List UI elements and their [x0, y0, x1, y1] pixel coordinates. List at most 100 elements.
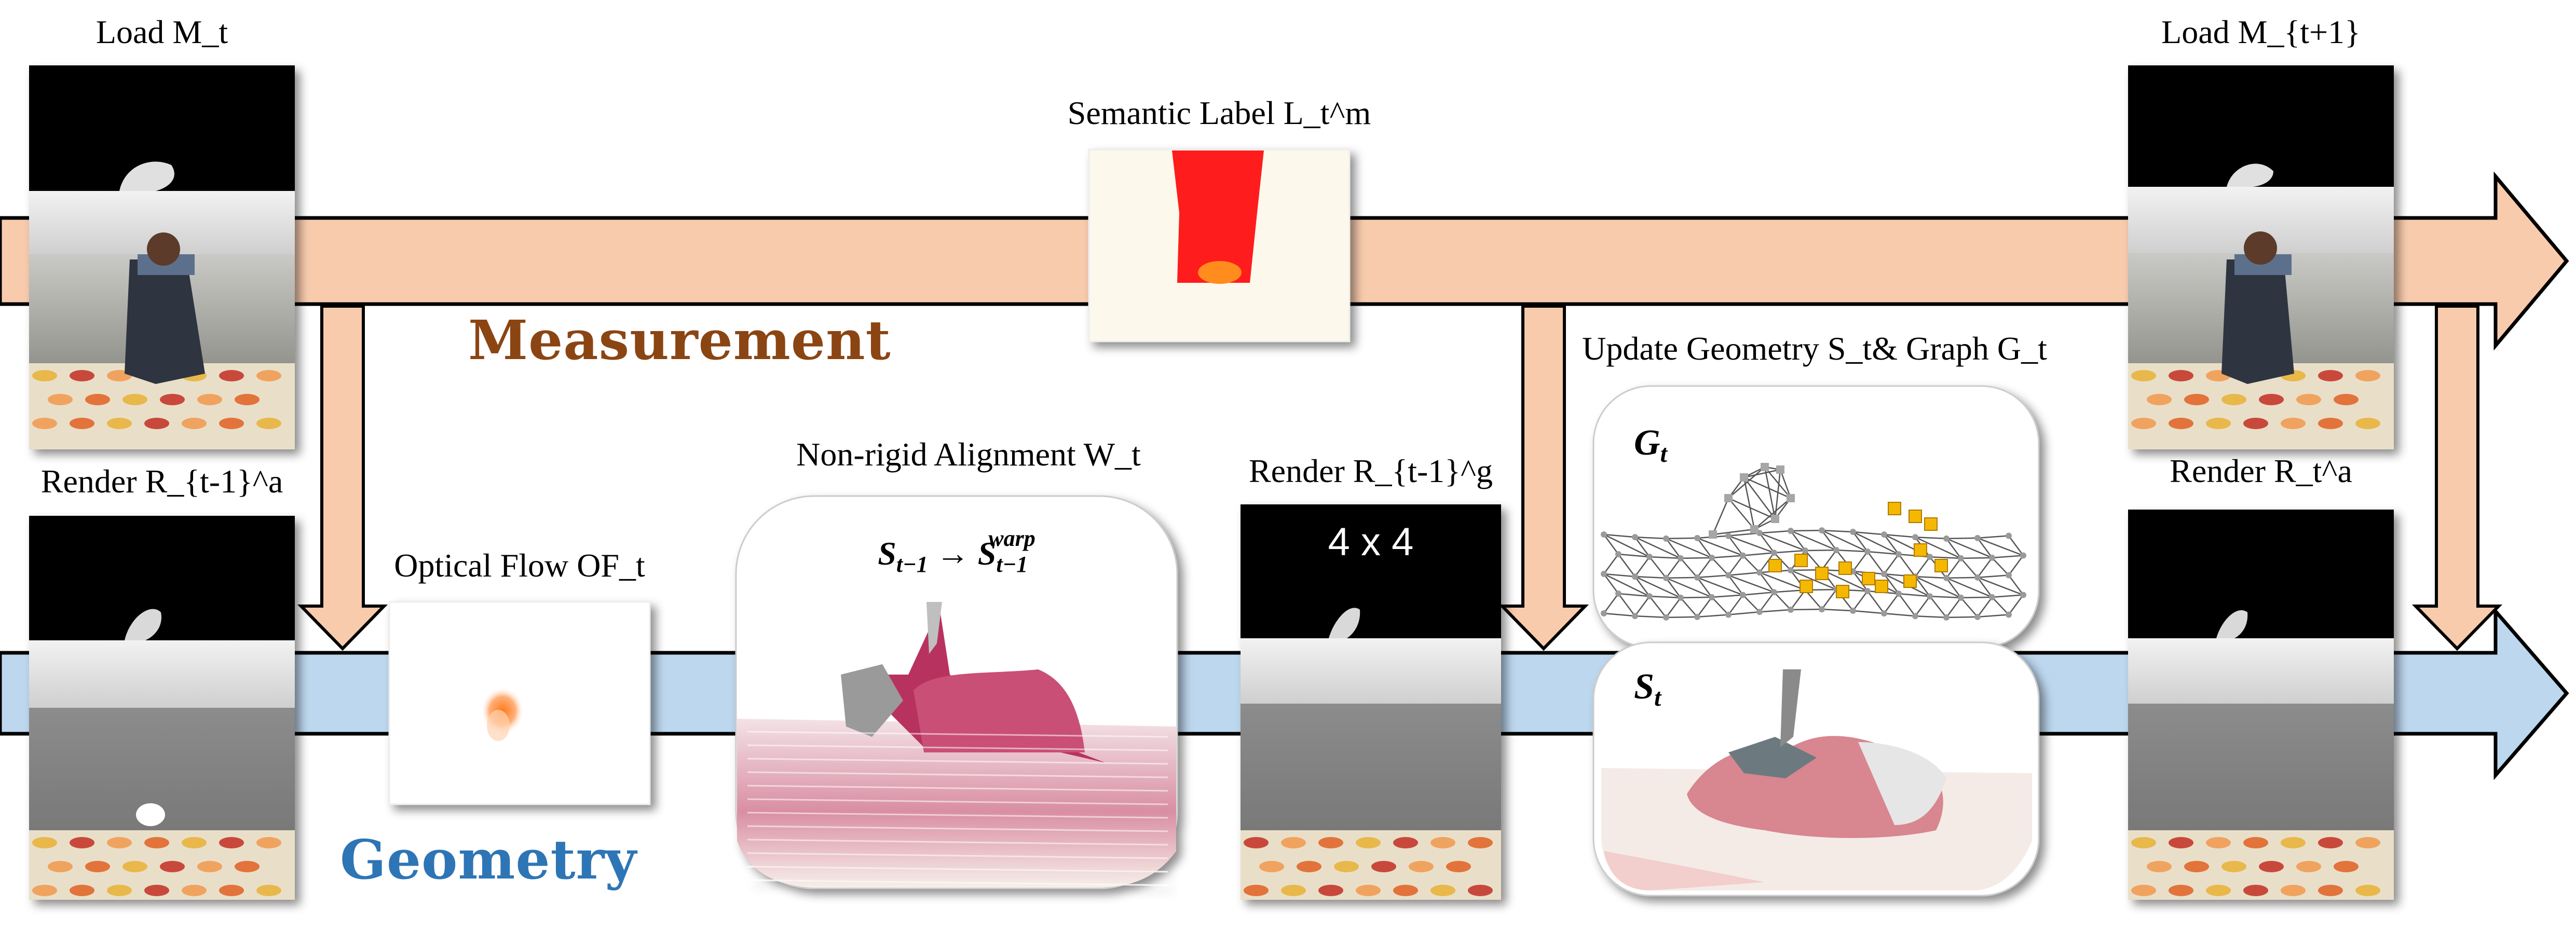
tablecloth-dot	[2206, 418, 2231, 429]
tablecloth-dot	[2318, 837, 2343, 848]
render-ra-prev-frame	[29, 516, 295, 900]
graph-edge	[1727, 535, 1744, 556]
graph-edge	[1696, 538, 1713, 558]
graph-node-highlighted	[1888, 502, 1901, 515]
tablecloth-dot	[2131, 885, 2156, 896]
graph-edge	[1634, 615, 1667, 619]
tablecloth-dot	[235, 394, 260, 405]
tablecloth-dot	[1468, 885, 1493, 896]
tablecloth-dot	[32, 418, 57, 429]
graph-edge	[1742, 555, 1760, 573]
tablecloth-dot	[2131, 370, 2156, 381]
graph-edge	[1977, 577, 1993, 598]
graph-node-highlighted	[1794, 554, 1808, 567]
graph-edge	[1759, 552, 1775, 573]
measurement-title: Measurement	[468, 308, 891, 372]
graph-node	[1989, 594, 1995, 600]
graph-node	[1663, 614, 1669, 621]
tablecloth-dot	[256, 837, 281, 848]
graph-edge	[1666, 616, 1698, 619]
graph-edge	[1866, 551, 1885, 574]
tablecloth-dot	[1446, 861, 1471, 872]
load-mt1-text: Load M_{t+1}	[2161, 13, 2361, 50]
graph-node	[1663, 574, 1669, 581]
graph-edge	[1790, 589, 1806, 610]
tablecloth-dot	[2281, 418, 2306, 429]
graph-edge	[1649, 596, 1667, 618]
graph-node	[1896, 551, 1902, 558]
graph-edge	[1665, 597, 1682, 618]
graph-edge	[1711, 555, 1743, 559]
graph-node-highlighted	[1903, 574, 1917, 588]
load-mt-frame	[29, 65, 295, 449]
tablecloth-dot	[2221, 861, 2246, 872]
tablecloth-dot	[2355, 837, 2380, 848]
graph-node	[1756, 609, 1763, 615]
tablecloth-dot	[2221, 394, 2246, 405]
graph-edge	[1821, 550, 1837, 570]
graph-edge	[1759, 530, 1791, 534]
graph-edge	[1742, 591, 1775, 596]
graph-node	[1771, 550, 1777, 556]
graph-edge	[1977, 535, 2009, 539]
tablecloth-dot	[2355, 418, 2380, 429]
tablecloth-dot	[2169, 418, 2193, 429]
graph-edge	[1852, 591, 1869, 611]
graph-edge	[1790, 529, 1822, 532]
tablecloth-dot	[1356, 885, 1381, 896]
tablecloth-dot	[2243, 837, 2268, 848]
graph-node	[1694, 613, 1700, 620]
graph-edge	[1929, 596, 1947, 618]
graph-edge	[1728, 571, 1760, 576]
graph-node	[1740, 592, 1746, 598]
tablecloth-dot	[1334, 861, 1359, 872]
tablecloth-dot	[70, 370, 94, 381]
graph-edge	[1915, 576, 1947, 579]
graph-node-highlighted	[1862, 572, 1875, 585]
tablecloth-pattern	[1244, 837, 1493, 896]
graph-edge	[1696, 597, 1713, 618]
tablecloth-dot	[2131, 418, 2156, 429]
tablecloth-dot	[1297, 861, 1321, 872]
graph-node	[1943, 614, 1950, 621]
tablecloth-dot	[85, 394, 110, 405]
tablecloth-dot	[1393, 837, 1418, 848]
graph-edge	[1821, 530, 1837, 551]
graph-edge	[1992, 594, 2024, 598]
tablecloth-dot	[219, 837, 244, 848]
graph-node	[1776, 465, 1784, 474]
tablecloth-dot	[256, 370, 281, 381]
down-arrow	[1498, 305, 1589, 651]
graph-edges	[1603, 466, 2024, 619]
graph-edge	[1603, 593, 1619, 614]
graph-edge	[1617, 554, 1636, 577]
tablecloth-dot	[197, 394, 222, 405]
graph-node	[1601, 610, 1607, 616]
tablecloth-dot	[182, 885, 207, 896]
mesh-line	[747, 771, 1168, 778]
graph-edge	[1977, 597, 1993, 618]
graph-edge	[1915, 537, 1947, 540]
graph-edge	[1617, 593, 1636, 616]
mesh-line	[747, 839, 1168, 846]
graph-node	[1958, 594, 1964, 601]
tablecloth-dot	[219, 370, 244, 381]
graph-node	[2006, 572, 2012, 579]
graph-node	[1646, 593, 1653, 600]
graph-node	[1974, 574, 1981, 581]
graph-node	[1771, 589, 1777, 596]
graph-node-highlighted	[1815, 567, 1829, 580]
graph-node-highlighted	[1838, 561, 1852, 575]
graph-node	[1788, 567, 1794, 574]
graph-edge	[1697, 574, 1729, 579]
graph-frame	[1592, 385, 2040, 649]
nonrigid-label: Non-rigid Alignment W_t	[796, 438, 1141, 471]
down-arrow	[297, 305, 388, 651]
tablecloth-dot	[219, 885, 244, 896]
graph-edge	[1883, 593, 1900, 614]
graph-node	[1761, 463, 1769, 471]
graph-node	[1725, 532, 1732, 539]
graph-edge	[1915, 615, 1947, 619]
tablecloth-dot	[2355, 370, 2380, 381]
